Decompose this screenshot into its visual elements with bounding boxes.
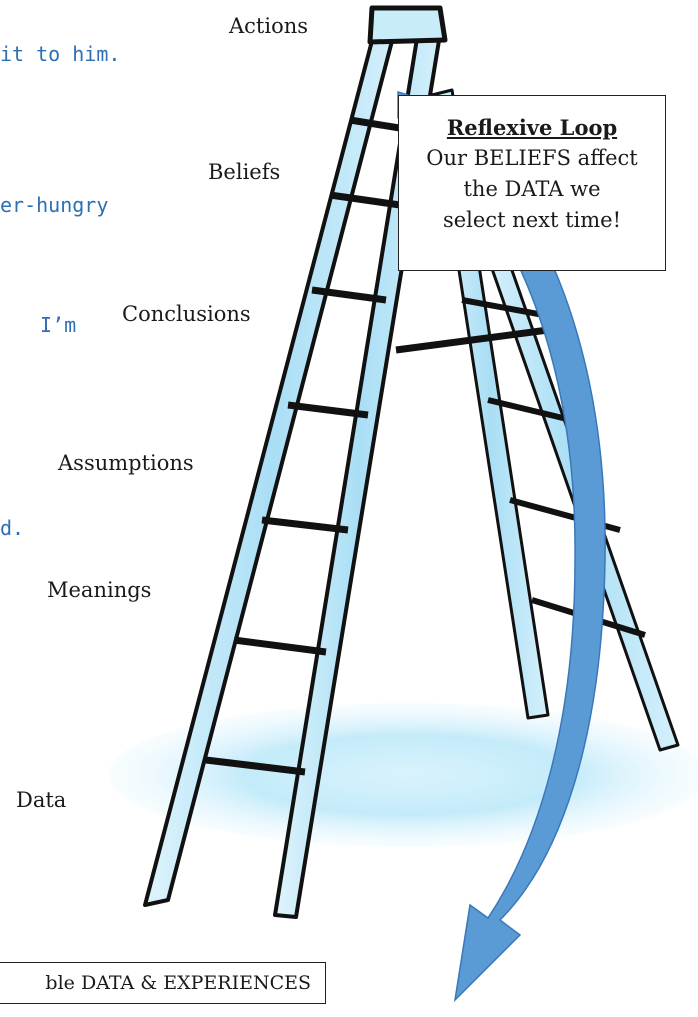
rung-label-conclusions: Conclusions	[122, 302, 251, 326]
reflexive-loop-line-1: Our BELIEFS affect	[426, 146, 638, 170]
example-text-conclusions: I’m	[40, 313, 77, 337]
pool-label-text: ble DATA & EXPERIENCES	[45, 972, 311, 994]
reflexive-loop-line-3: select next time!	[442, 208, 622, 232]
rung-label-data: Data	[16, 788, 67, 812]
pool-label-box: ble DATA & EXPERIENCES	[0, 962, 326, 1004]
rung-label-assumptions: Assumptions	[58, 451, 194, 475]
rung-label-meanings: Meanings	[47, 578, 152, 602]
rung-label-beliefs: Beliefs	[208, 160, 281, 184]
rung-label-actions: Actions	[229, 14, 309, 38]
reflexive-loop-title: Reflexive Loop	[446, 115, 618, 140]
example-text-beliefs: er-hungry	[0, 193, 109, 217]
example-text-assumptions: d.	[0, 516, 25, 540]
reflexive-loop-box: Reflexive Loop Our BELIEFS affect the DA…	[398, 95, 666, 271]
example-text-actions: it to him.	[0, 42, 121, 66]
reflexive-loop-arrow	[397, 91, 606, 1003]
reflexive-loop-line-2: the DATA we	[463, 177, 601, 201]
